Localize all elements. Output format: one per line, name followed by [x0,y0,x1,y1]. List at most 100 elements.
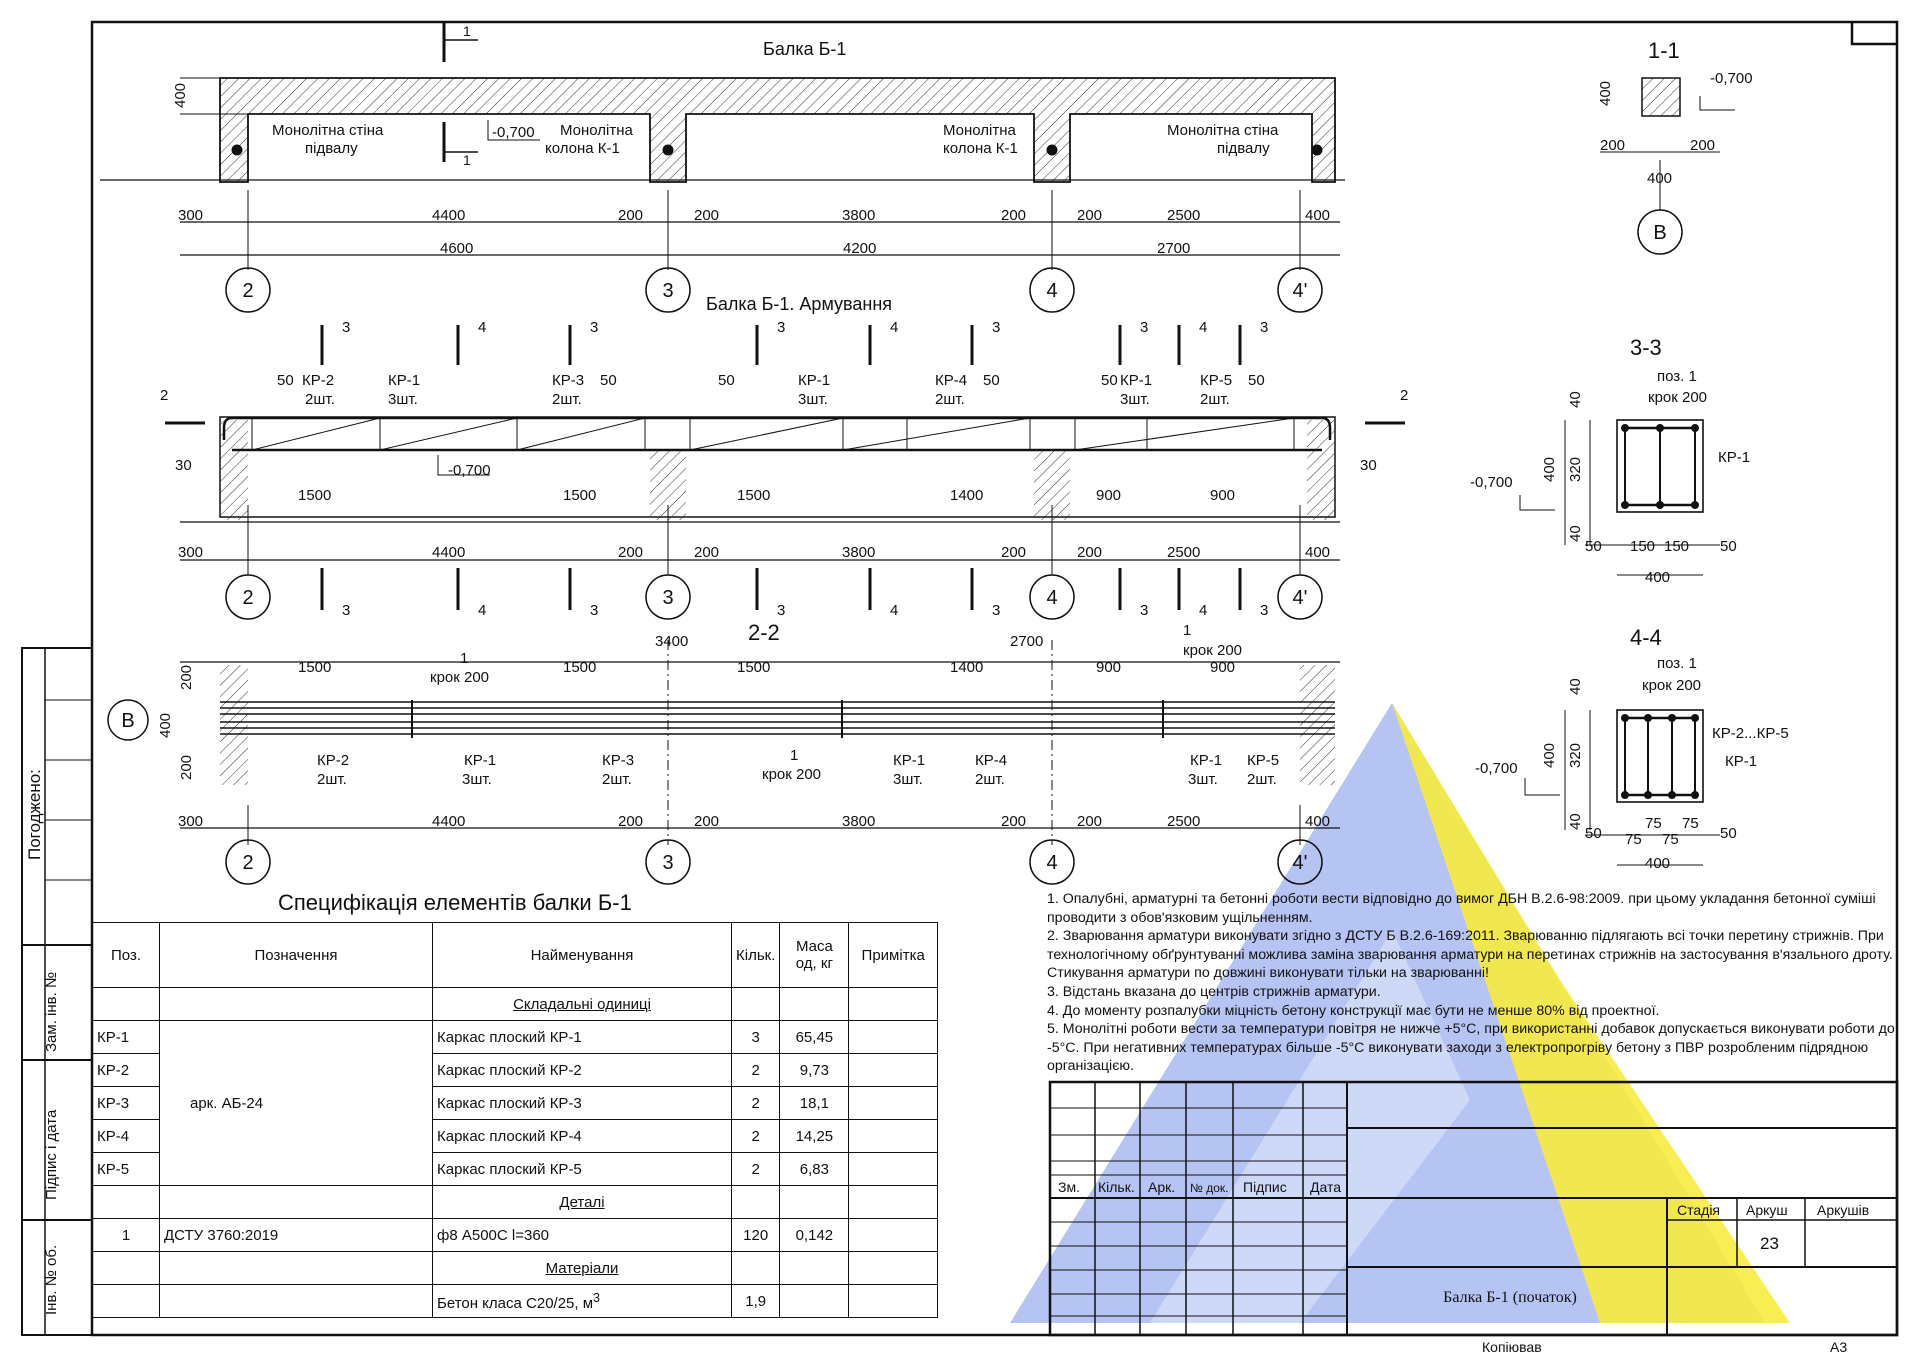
label-wall-left-2: підвалу [305,140,358,157]
dim-text: 1500 [298,659,331,676]
dim-text: 1500 [737,487,770,504]
spec-group-row: Матеріали [92,1251,938,1285]
dim-text: 2700 [1010,633,1043,650]
axis-label: 4 [1046,280,1057,302]
dim-text: 1500 [298,487,331,504]
cage-label: КР-5 [1247,752,1279,769]
dim-text: 200 [618,207,643,224]
dim-text: 50 [983,372,1000,389]
tb-col-zm: Зм. [1058,1179,1080,1195]
qty-label: 2шт. [975,771,1005,788]
pos-label: 1 [790,747,798,764]
dim-text: 900 [1210,659,1235,676]
spec-h-mass-2: од, кг [795,955,833,972]
dim-text: 300 [178,207,203,224]
section-mark: 4 [1199,602,1207,619]
spec-mass: 0,142 [779,1218,850,1252]
dim-text: 900 [1096,659,1121,676]
dim-text: 50 [1585,538,1602,555]
qty-label: 2шт. [1247,771,1277,788]
note-5: 5. Монолітні роботи вести за температури… [1047,1021,1895,1075]
axis-label: 3 [662,280,673,302]
qty-label: 2шт. [1200,391,1230,408]
label-col-1b: колона К-1 [545,140,620,157]
dim-text: 200 [1001,544,1026,561]
label-wall-right-1: Монолітна стіна [1167,122,1279,139]
tb-sheet: Аркуш [1746,1202,1788,1218]
spec-qty: 3 [730,1020,781,1054]
pos-label: 1 [460,650,468,667]
pos-label: 1 [1183,622,1191,639]
spec-name: Каркас плоский КР-2 [432,1053,732,1087]
axis-label: 3 [662,852,673,874]
general-notes: 1. Опалубні, арматурні та бетонні роботи… [1047,890,1897,1076]
dim-text: 2500 [1167,813,1200,830]
dim-text: 40 [1567,525,1584,542]
step-label: крок 200 [430,669,489,686]
dim-text: 200 [1077,207,1102,224]
section-mark: 4 [1199,319,1207,336]
spec-mass: 9,73 [779,1053,850,1087]
dim-text: 200 [1001,813,1026,830]
section-mark: 3 [777,602,785,619]
section-mark: 3 [590,319,598,336]
cage-label: КР-1 [388,372,420,389]
section-mark: 3 [1140,319,1148,336]
axis-label: 3 [662,587,673,609]
beam-reinforcement [165,416,1405,575]
axis-label: 4' [1293,852,1308,874]
dim-text: 200 [178,665,195,690]
dim-text: 200 [1077,544,1102,561]
dim-text: 50 [1248,372,1265,389]
dim-400-beam: 400 [172,83,189,108]
pos-label: поз. 1 [1657,655,1697,672]
plan-labels: 3400 2700 1500 1500 1500 1400 900 900 1 … [157,622,1330,830]
tb-col-pidpys: Підпис [1243,1179,1287,1195]
cage-label: КР-1 [1725,753,1757,770]
elev-label: -0,700 [1470,474,1513,491]
axis-label: В [121,710,134,732]
section-2-2-plan [107,640,1340,845]
tb-copied: Копіював [1482,1339,1542,1355]
dim-text: 50 [277,372,294,389]
dim-text: 400 [1645,855,1670,872]
dim-text: 200 [618,544,643,561]
axis-label: 4' [1293,280,1308,302]
note-4: 4. До моменту розпалубки міцність бетону… [1047,1002,1660,1019]
dim-text: 50 [1720,538,1737,555]
dim-text: 40 [1567,391,1584,408]
section-mark-1b: 1 [463,152,471,168]
spec-group-row: Складальні одиниці [92,987,938,1021]
dim-text: 400 [1647,170,1672,187]
dim-text: 200 [694,813,719,830]
dim-text: 200 [694,544,719,561]
dim-text: 4200 [843,240,876,257]
spec-group-det: Деталі [432,1185,732,1219]
spec-qty: 2 [730,1086,781,1120]
dim-text: 200 [1600,137,1625,154]
dim-text: 75 [1645,815,1662,832]
axis-label: 4 [1046,852,1057,874]
section-cut-marks [320,325,1242,610]
dim-text: 200 [694,207,719,224]
spec-qty: 2 [730,1053,781,1087]
note-1: 1. Опалубні, арматурні та бетонні роботи… [1047,891,1876,926]
cage-label: КР-3 [552,372,584,389]
axis-label: 2 [242,280,253,302]
qty-label: 3шт. [1188,771,1218,788]
cage-label: КР-1 [893,752,925,769]
qty-label: 3шт. [798,391,828,408]
step-label: крок 200 [762,766,821,783]
spec-mass: 6,83 [779,1152,850,1186]
qty-label: 2шт. [317,771,347,788]
dim-text: 150 [1630,538,1655,555]
spec-qty: 120 [730,1218,781,1252]
spec-material-name: Бетон класа С20/25, м [437,1294,594,1312]
spec-h-name: Найменування [432,922,732,988]
side-stamps: Погоджено: Зам. інв. № Підпис і дата Інв… [25,769,60,1315]
stamp-zam-inv: Зам. інв. № [43,972,60,1052]
title-section-2-2: 2-2 [748,620,780,645]
